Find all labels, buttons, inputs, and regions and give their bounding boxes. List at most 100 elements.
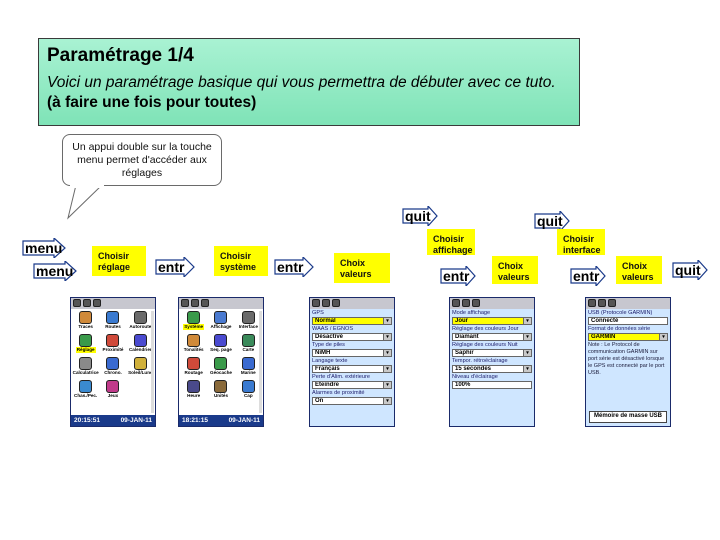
screen1-menu-item-label: Proximité [102, 347, 124, 352]
screen2-menu-item-label: Seq. page [210, 347, 232, 352]
screen1-menu-item[interactable]: Réglage [72, 334, 99, 357]
units-icon [214, 380, 228, 393]
label-choix-valeurs-2: Choix valeurs [492, 256, 538, 284]
screen2-menu-item[interactable]: Routage [180, 357, 207, 380]
quit-arrow-1-label: quit [405, 208, 431, 224]
quit-arrow-1[interactable]: quit [402, 206, 438, 226]
screen4-field-select[interactable]: 100% [452, 381, 532, 389]
screen2-menu-item[interactable]: Carte [235, 334, 262, 357]
screen1-menu-item-label: Traces [78, 324, 93, 329]
screen2-menu-item[interactable]: Affichage [207, 311, 234, 334]
routes-icon [106, 311, 120, 324]
backlight-icon [201, 299, 209, 307]
battery-icon [322, 299, 330, 307]
screen4-field-label: Réglage des couleurs Jour [452, 326, 519, 332]
screen2-menu-item[interactable]: Cap [235, 380, 262, 403]
screen1-menu-item[interactable]: Proximité [99, 334, 126, 357]
screen1-iconbar [71, 298, 155, 309]
entr-arrow-3[interactable]: entr [440, 266, 476, 286]
menu-arrow-2[interactable]: menu [33, 261, 77, 281]
screen1-menu-item[interactable]: Chrono. [99, 357, 126, 380]
signal-icon [452, 299, 460, 307]
screen4-field-select[interactable]: Diamant▾ [452, 333, 532, 341]
screen1-menu-item-label: Soleil/Lune [128, 370, 153, 375]
autoroute-icon [133, 311, 147, 324]
screen3-field-select[interactable]: Eteindre▾ [312, 381, 392, 389]
screen2-menu-item-label: Unités [213, 393, 229, 398]
screen1-time: 20:15:51 [74, 417, 101, 424]
entr-arrow-2[interactable]: entr [274, 257, 314, 277]
screen4-field-value: Jour [455, 318, 469, 324]
calendar-icon [133, 334, 147, 347]
screen3-field-select[interactable]: On▾ [312, 397, 392, 405]
screen2-menu-item[interactable]: Interface [235, 311, 262, 334]
screen3-field-select[interactable]: Français▾ [312, 365, 392, 373]
screen2-menu-item-label: Affichage [210, 324, 232, 329]
screen2-menu-item[interactable]: Marine [235, 357, 262, 380]
screen3-field-select[interactable]: Désactivé▾ [312, 333, 392, 341]
sun-moon-icon [133, 357, 147, 370]
screen1-menu-item[interactable]: Routes [99, 311, 126, 334]
screen2-menu-item[interactable]: Tonalités [180, 334, 207, 357]
screen1-menu-item[interactable]: Calculatrice [72, 357, 99, 380]
label-choix-valeurs-1: Choix valeurs [334, 253, 390, 283]
screen2-menu-item[interactable]: Seq. page [207, 334, 234, 357]
screen4-field-label: Réglage des couleurs Nuit [452, 342, 518, 348]
screen1-menu-item-label: Jeux [107, 393, 119, 398]
usb-mass-storage-button[interactable]: Mémoire de masse USB [589, 411, 667, 423]
callout-joint [70, 184, 104, 188]
display-icon [214, 311, 228, 324]
screen2-menu-item[interactable]: Heure [180, 380, 207, 403]
usb-title: USB (Protocole GARMIN) [588, 310, 653, 316]
battery-icon [462, 299, 470, 307]
screen1-menu-item[interactable]: Chas./Pec. [72, 380, 99, 403]
screen1-menu-item-label: Calendrier [128, 347, 152, 352]
screen1-scrollbar[interactable] [151, 311, 154, 413]
format-select[interactable]: GARMIN ▾ [588, 333, 668, 341]
screen1-menu-item-label: Chas./Pec. [74, 393, 98, 398]
screen2-menu-item-label: Géocache [210, 370, 232, 375]
system-icon [187, 311, 201, 324]
entr-arrow-1[interactable]: entr [155, 257, 195, 277]
screen1-menu-item[interactable]: Traces [72, 311, 99, 334]
screen4-field-select[interactable]: 15 secondes▾ [452, 365, 532, 373]
usb-status-field[interactable]: Connecté [588, 317, 668, 325]
screen2-time: 18:21:15 [182, 417, 209, 424]
screen2-menu-item-label: Routage [184, 370, 203, 375]
screen1-statusbar: 20:15:51 09-JAN-11 [71, 415, 155, 426]
signal-icon [181, 299, 189, 307]
screen1-menu-item[interactable]: Autoroute [127, 311, 154, 334]
settings-icon [79, 334, 93, 347]
quit-arrow-3[interactable]: quit [672, 260, 708, 280]
screen2-menu-item[interactable]: Unités [207, 380, 234, 403]
screen4-field-select[interactable]: Jour▾ [452, 317, 532, 325]
screen2-menu-item-label: Cap [243, 393, 253, 398]
format-value: GARMIN [591, 334, 616, 340]
usb-note: Note : Le Protocol de communication GARM… [588, 342, 665, 376]
label-choix-valeurs-3: Choix valeurs [616, 256, 662, 284]
screen2-menu-item[interactable]: Système [180, 311, 207, 334]
quit-arrow-2[interactable]: quit [534, 211, 570, 231]
screen1-menu-item[interactable]: Jeux [99, 380, 126, 403]
map-icon [241, 334, 255, 347]
label-choisir-interface: Choisir interface [557, 229, 605, 255]
screen2-menu-item-label: Carte [242, 347, 255, 352]
screen1-menu-item[interactable]: Soleil/Lune [127, 357, 154, 380]
screen3-field-select[interactable]: NiMH▾ [312, 349, 392, 357]
screen2-menu-item[interactable]: Géocache [207, 357, 234, 380]
screen3-field-label: Perte d'Alim. extérieure [312, 374, 370, 380]
screen2-scrollbar[interactable] [259, 311, 262, 413]
screen4-field-select[interactable]: Saphir▾ [452, 349, 532, 357]
subtitle-bold: (à faire une fois pour toutes) [47, 94, 257, 111]
screen1-menu-item[interactable]: Calendrier [127, 334, 154, 357]
quit-arrow-3-label: quit [675, 262, 701, 278]
menu-arrow-1[interactable]: menu [22, 238, 66, 258]
entr-arrow-4[interactable]: entr [570, 266, 606, 286]
screen3-field-value: Français [315, 366, 340, 372]
screen3-field-value: Eteindre [315, 382, 340, 388]
screen3-field-select[interactable]: Normal▾ [312, 317, 392, 325]
